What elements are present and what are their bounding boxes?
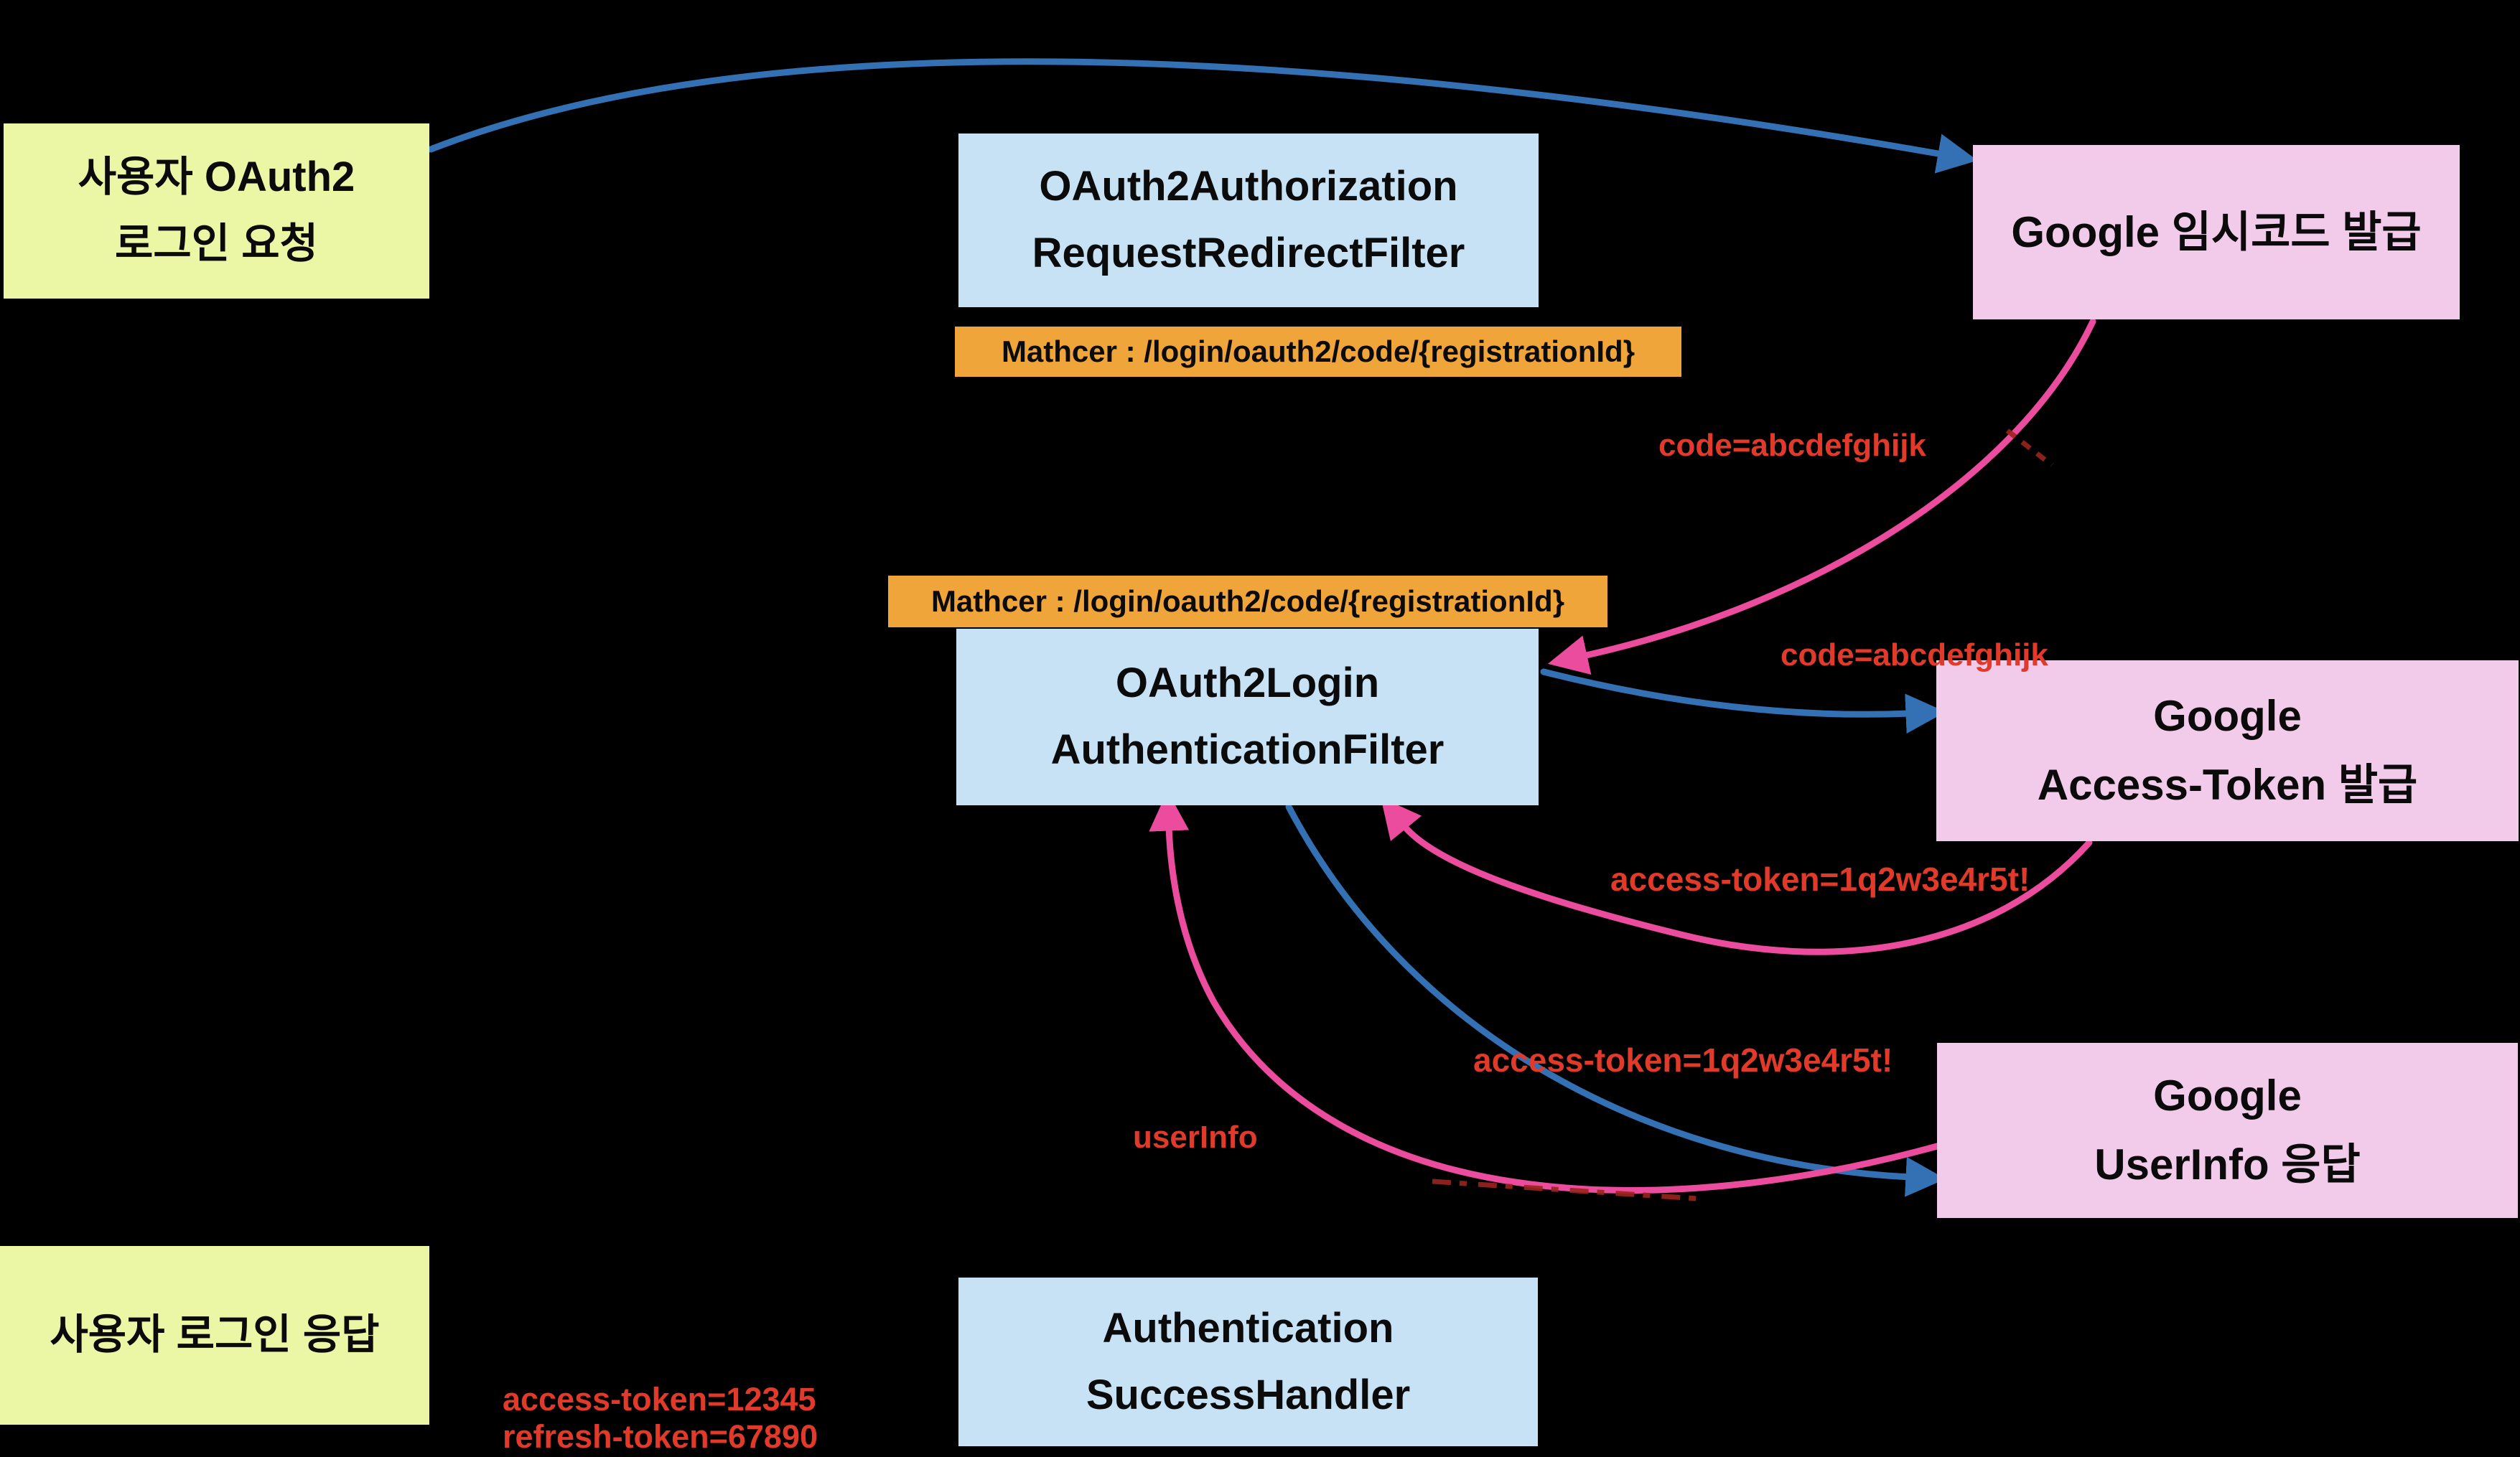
label-code-middle: code=abcdefghijk [1781,637,2048,673]
arrow-google-code-to-login-filter [1547,318,2096,675]
box-user-oauth2-request: 사용자 OAuth2 로그인 요청 [4,123,429,299]
matcher-path-tag-middle: Mathcer : /login/oauth2/code/{registrati… [888,576,1607,627]
label-final-tokens: access-token=12345 refresh-token=67890 [503,1381,818,1456]
box-google-temp-code-issue: Google 임시코드 발급 [1973,145,2460,319]
box-label-line: Google 임시코드 발급 [2011,207,2422,256]
box-oauth2-authorization-request-redirect-filter: OAuth2Authorization RequestRedirectFilte… [958,133,1539,307]
label-access-token-top: access-token=1q2w3e4r5t! [1610,861,2030,898]
arrow-userinfo-to-login-filter [1149,790,1941,1194]
label-code-top: code=abcdefghijk [1658,428,1926,463]
box-user-login-response: 사용자 로그인 응답 [0,1246,429,1425]
arrow-user-request-to-google-code [427,58,1978,174]
box-label-line: 사용자 로그인 응답 [50,1311,380,1359]
label-access-token-final: access-token=12345 [503,1381,816,1418]
box-google-userinfo-response: Google UserInfo 응답 [1937,1043,2518,1218]
box-oauth2-login-authentication-filter: OAuth2Login AuthenticationFilter [956,629,1539,805]
matcher-path-text: Mathcer : /login/oauth2/code/{registrati… [930,584,1565,618]
arrow-login-filter-to-userinfo [1285,803,1946,1197]
box-label-line: SuccessHandler [1086,1371,1411,1418]
box-label-line: AuthenticationFilter [1050,726,1445,773]
matcher-path-text: Mathcer : /login/oauth2/code/{registrati… [1001,334,1635,368]
label-access-token-middle: access-token=1q2w3e4r5t! [1473,1041,1893,1079]
box-label-line: Google [2153,1072,2302,1120]
box-label-line: UserInfo 응답 [2094,1140,2361,1189]
box-label-line: OAuth2Authorization [1039,163,1458,210]
box-label-line: Google [2153,692,2302,740]
box-label-line: RequestRedirectFilter [1032,230,1465,276]
label-refresh-token-final: refresh-token=67890 [503,1418,818,1455]
arrow-login-filter-to-access-token [1540,668,1946,734]
box-label-line: OAuth2Login [1115,660,1380,707]
box-label-line: Access-Token 발급 [2037,761,2418,809]
box-authentication-success-handler: Authentication SuccessHandler [958,1278,1538,1446]
label-userinfo: userInfo [1133,1120,1258,1155]
matcher-path-tag-top: Mathcer : /login/oauth2/code/{registrati… [955,327,1681,377]
box-label-line: 사용자 OAuth2 [78,154,355,201]
box-google-access-token-issue: Google Access-Token 발급 [1936,660,2519,841]
arrow-access-token-to-login-filter [1381,797,2093,955]
box-label-line: 로그인 요청 [115,220,318,267]
obscured-text-fragment [2005,428,2054,467]
box-label-line: Authentication [1102,1304,1394,1351]
